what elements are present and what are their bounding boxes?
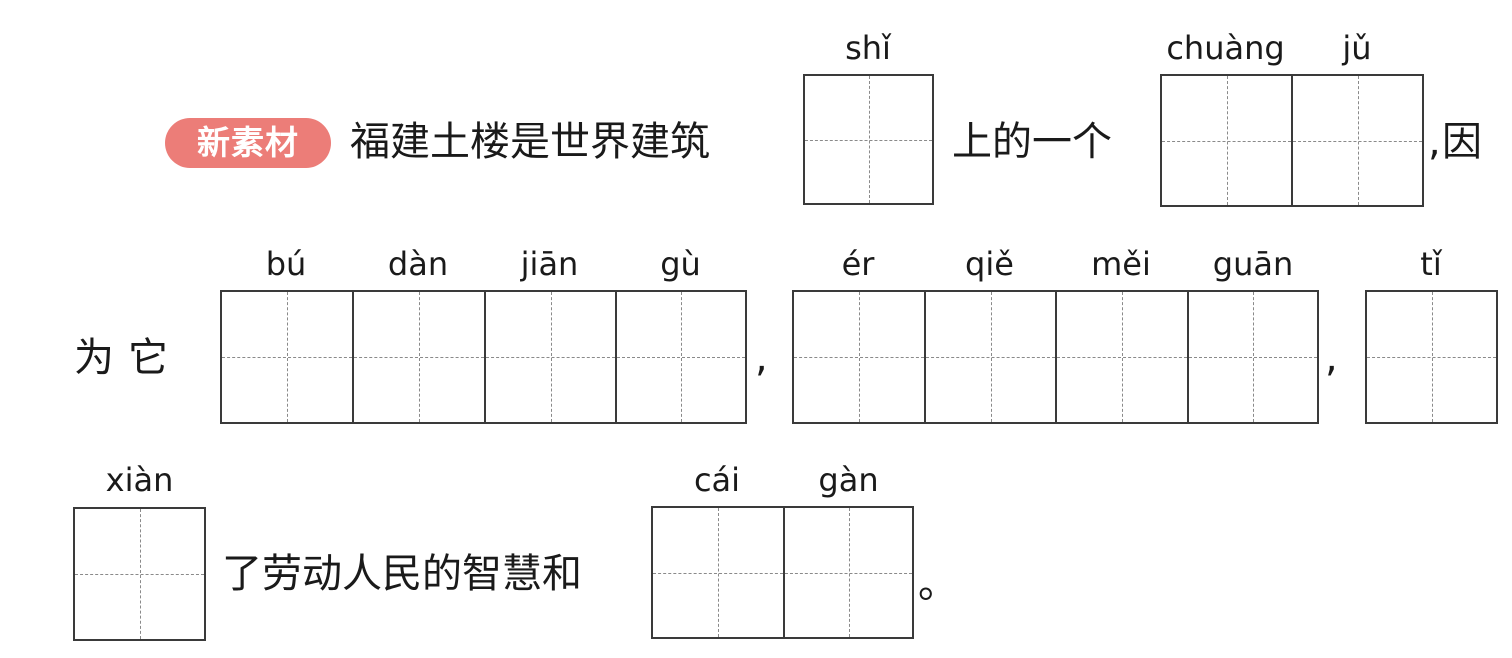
pinyin-er: ér bbox=[841, 245, 875, 283]
pinyin-ti: tǐ bbox=[1420, 245, 1442, 283]
comma: , bbox=[1325, 335, 1338, 381]
pinyin-xian: xiàn bbox=[105, 461, 174, 499]
sentence-text-1: 福建土楼是世界建筑 bbox=[350, 119, 710, 165]
pinyin-chuang: chuàng bbox=[1166, 29, 1285, 67]
sentence-text-5: 了劳动人民的智慧和 bbox=[222, 551, 582, 597]
comma: , bbox=[1428, 119, 1441, 165]
answer-box-jian[interactable] bbox=[484, 290, 617, 424]
answer-box-cai[interactable] bbox=[651, 506, 785, 639]
pinyin-gan: gàn bbox=[818, 461, 879, 499]
pinyin-jian: jiān bbox=[520, 245, 579, 283]
answer-box-qie[interactable] bbox=[924, 290, 1057, 424]
pinyin-bu: bú bbox=[265, 245, 307, 283]
answer-box-dan[interactable] bbox=[352, 290, 486, 424]
sentence-text-3: 因 bbox=[1442, 119, 1482, 165]
pinyin-cai: cái bbox=[693, 461, 741, 499]
pinyin-dan: dàn bbox=[387, 245, 449, 283]
answer-box-ti[interactable] bbox=[1365, 290, 1498, 424]
pinyin-gu: gù bbox=[660, 245, 701, 283]
comma: , bbox=[755, 335, 768, 381]
sentence-text-2: 上的一个 bbox=[952, 119, 1112, 165]
answer-box-shi[interactable] bbox=[803, 74, 934, 205]
period: 。 bbox=[918, 561, 958, 607]
pinyin-ju: jǔ bbox=[1342, 29, 1372, 67]
answer-box-mei[interactable] bbox=[1055, 290, 1189, 424]
pinyin-qie: qiě bbox=[965, 245, 1014, 283]
answer-box-ju[interactable] bbox=[1291, 74, 1424, 207]
pinyin-shi: shǐ bbox=[845, 29, 891, 67]
answer-box-bu[interactable] bbox=[220, 290, 354, 424]
answer-box-guan[interactable] bbox=[1187, 290, 1319, 424]
answer-box-xian[interactable] bbox=[73, 507, 206, 641]
pinyin-guan: guān bbox=[1212, 245, 1294, 283]
answer-box-chuang[interactable] bbox=[1160, 74, 1293, 207]
answer-box-er[interactable] bbox=[792, 290, 926, 424]
sentence-text-4: 为它 bbox=[74, 335, 182, 381]
answer-box-gan[interactable] bbox=[783, 506, 914, 639]
answer-box-gu[interactable] bbox=[615, 290, 747, 424]
pinyin-mei: měi bbox=[1091, 245, 1151, 283]
new-material-badge: 新素材 bbox=[165, 118, 331, 168]
